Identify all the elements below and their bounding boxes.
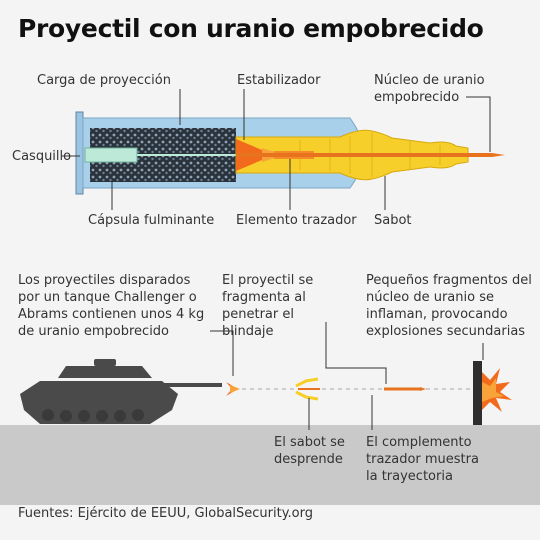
text-intro: Los proyectiles disparados por un tanque… [18,273,205,339]
shell-cutaway [75,111,505,195]
label-carga: Carga de proyección [37,73,171,88]
source-note: Fuentes: Ejército de EEUU, GlobalSecurit… [18,506,314,521]
label-capsula: Cápsula fulminante [88,213,215,228]
label-casquillo: Casquillo [12,149,72,164]
leader-nucleo [466,96,491,152]
text-sabot-desprende: El sabot se desprende [274,435,345,467]
label-nucleo: Núcleo de uranio empobrecido [374,73,485,105]
label-sabot: Sabot [374,213,412,228]
uranium-core [236,153,505,157]
tank [20,359,222,424]
armor-plate [473,361,482,425]
label-trazador: Elemento trazador [236,213,357,228]
text-fragmentos: Pequeños fragmentos del núcleo de uranio… [366,273,532,339]
text-complemento: El complemento trazador muestra la traye… [366,435,479,484]
leader-intro [210,330,234,376]
tank-barrel [140,383,222,387]
penetrator-icon [384,387,426,391]
leader-fragmenta [325,322,387,384]
trajectory [226,361,512,425]
explosion-icon [482,368,512,412]
sabot-separating-icon [295,377,320,401]
primer-capsule [84,147,138,163]
label-estabilizador: Estabilizador [237,73,321,88]
page-title: Proyectil con uranio empobrecido [18,14,484,43]
ground [0,425,540,505]
text-fragmenta: El proyectil se fragmenta al penetrar el… [222,273,314,339]
shell-base-rim [75,111,84,195]
tank-turret [58,366,152,378]
